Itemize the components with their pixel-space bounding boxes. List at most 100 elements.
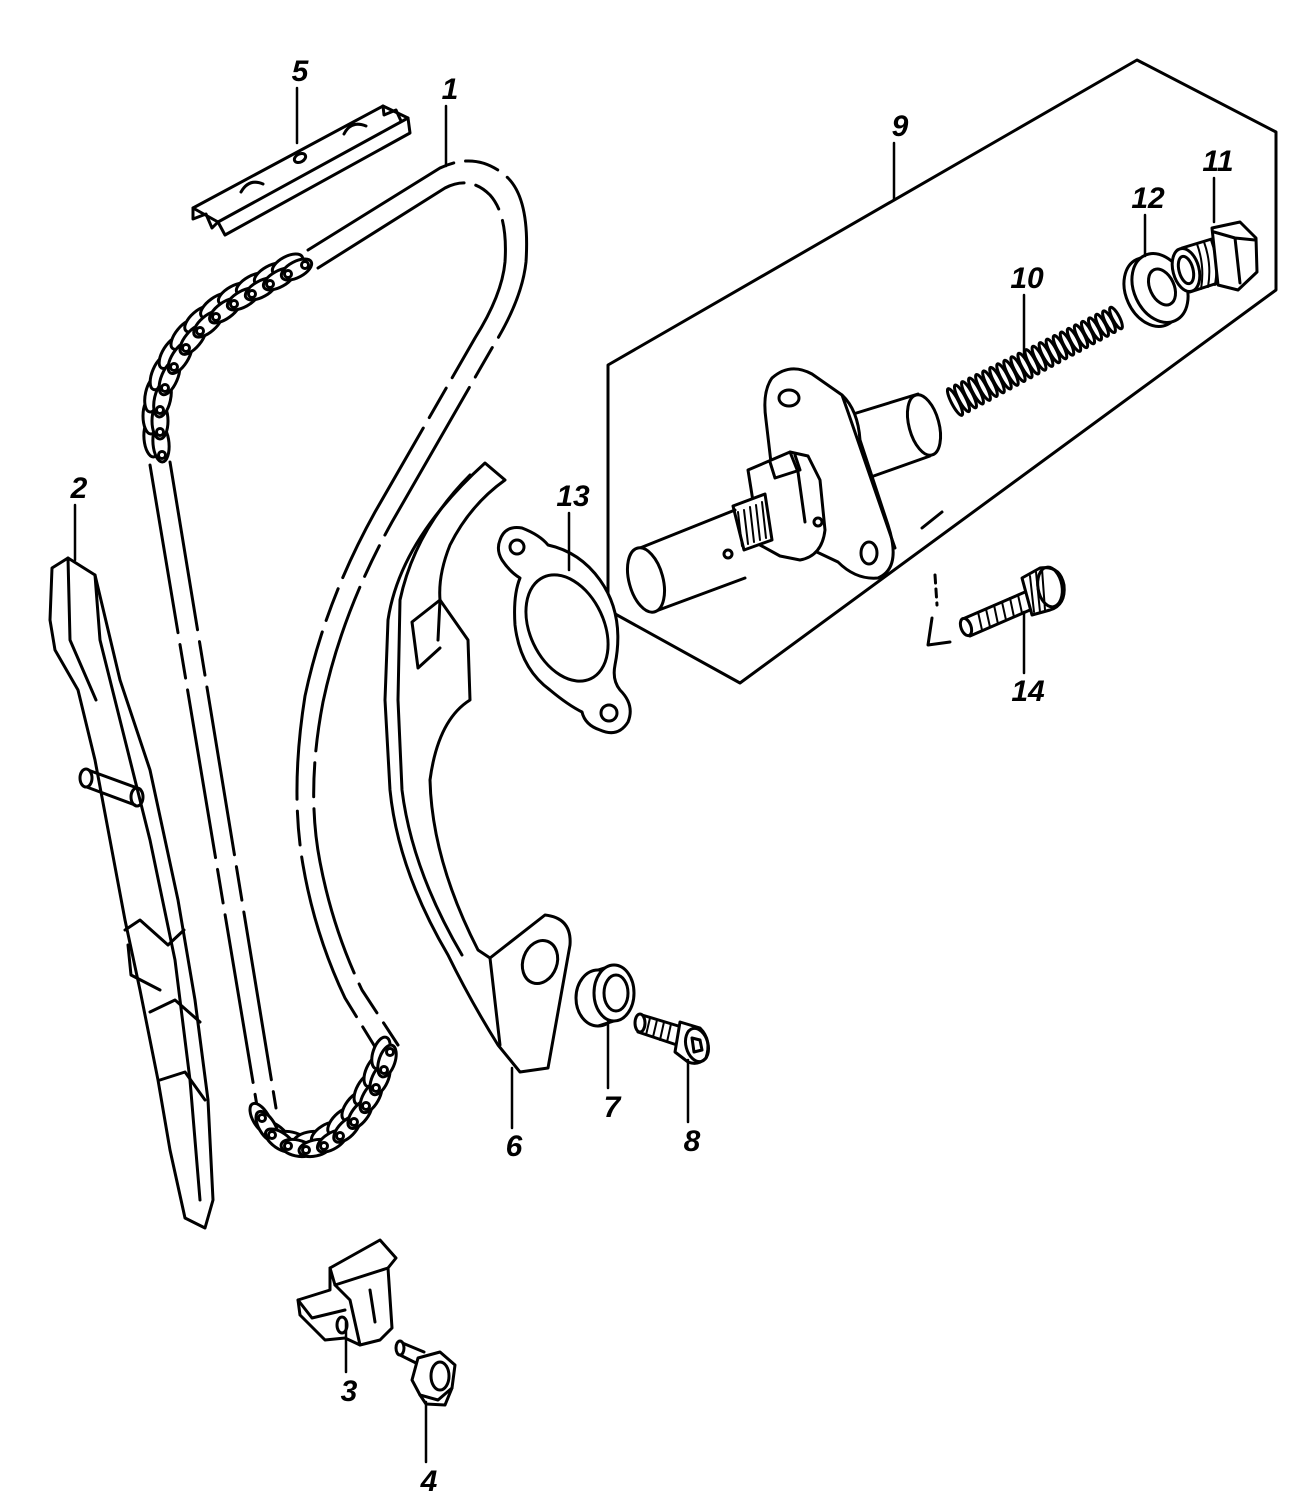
part-9-assembly-box: [606, 58, 1278, 685]
callout-7: 7: [604, 1091, 622, 1124]
chain-link-pin: [155, 427, 165, 437]
guide-left-notch: [191, 206, 220, 230]
cut-marks: [920, 510, 952, 647]
part-8-bolt: [633, 1012, 711, 1065]
guide-pin-bottom: [82, 784, 137, 807]
chain-link-pin: [265, 279, 275, 289]
part-9-tensioner-body: [625, 367, 943, 614]
bolt-8-head-face: [683, 1026, 711, 1064]
callout-4: 4: [420, 1465, 438, 1498]
tensioner-guide-bracket-edge: [488, 956, 502, 1047]
bolt-8-tip: [633, 1012, 647, 1034]
bolt-14-thread-lines: [977, 594, 1023, 631]
tensioner-flange-hole-bottom: [859, 540, 879, 566]
part-3-bracket: [296, 1238, 398, 1347]
tensioner-guide-pivot-hole: [520, 939, 560, 985]
tensioner-rear-cylinder-top: [848, 392, 920, 417]
tensioner-plunger-hole: [722, 548, 734, 560]
guide-pin-end-far: [129, 786, 145, 808]
chain-link-pin: [349, 1117, 359, 1127]
part-4-bolt: [394, 1339, 457, 1407]
cut-mark-bottom: [926, 616, 952, 647]
bolt-8-thread-bottom: [636, 1030, 682, 1048]
callout-12: 12: [1131, 182, 1165, 215]
chain-left-strand-outer: [148, 463, 260, 1114]
callout-9: 9: [892, 110, 909, 143]
part-6-chain-tensioner-guide: [383, 461, 572, 1074]
chain-link-pin: [385, 1047, 395, 1057]
part-13-gasket: [496, 526, 632, 735]
chain-link-pin: [301, 1145, 311, 1155]
callout-11: 11: [1202, 145, 1233, 178]
part-2-chain-guide-front: [48, 556, 215, 1230]
tensioner-collar-hole: [812, 516, 824, 528]
chain-link-pin: [267, 1130, 277, 1140]
tensioner-flange-hole-top: [777, 388, 801, 408]
tensioner-flange-thickness: [840, 393, 897, 550]
chain-link-pin: [229, 299, 239, 309]
chain-link-pin: [181, 343, 191, 353]
chain-right-strand-outer: [306, 159, 529, 1047]
bolt-4-head-face: [429, 1360, 451, 1392]
chain-link-pin: [335, 1131, 345, 1141]
tensioner-plunger-top: [638, 508, 737, 550]
bushing-hole: [602, 973, 630, 1013]
callout-3: 3: [341, 1375, 358, 1408]
chain-link-pin: [371, 1083, 381, 1093]
chain-link-pin: [169, 362, 179, 372]
bracket-edge: [368, 1288, 377, 1324]
tensioner-guide-outline: [383, 461, 572, 1074]
gasket-center-hole: [524, 573, 610, 683]
bolt-14-knurl: [1029, 568, 1046, 613]
cut-mark-dashed: [933, 573, 939, 607]
assembly-box-outline: [606, 58, 1278, 685]
guide-hole-left: [239, 180, 265, 194]
guide-hole-center: [292, 151, 308, 165]
tensioner-guide-tab-edge: [436, 598, 442, 642]
guide-pin-top: [86, 768, 142, 791]
guide-rib-3: [148, 998, 202, 1024]
chain-link-pin: [211, 312, 221, 322]
callout-1: 1: [442, 73, 459, 106]
gasket-bolt-hole-bottom: [599, 703, 619, 723]
guide-hole-right: [342, 122, 368, 136]
bracket-left-flange: [296, 1298, 347, 1320]
callout-2: 2: [70, 472, 88, 505]
guide-rib-1: [123, 918, 186, 947]
chain-link-pin: [157, 450, 167, 460]
part-10-spring: [945, 305, 1124, 417]
tensioner-rear-cylinder-end: [905, 393, 943, 457]
chain-link-pin: [319, 1141, 329, 1151]
chain-link-pin: [247, 289, 257, 299]
part-5-chain-guide-top: [191, 104, 412, 237]
chain-link-band-top: [141, 252, 314, 464]
guide-front-outline: [48, 556, 215, 1230]
tensioner-guide-inner-edge: [396, 473, 472, 957]
callout-5: 5: [292, 55, 310, 88]
chain-right-strand-inner: [295, 181, 507, 1057]
callout-10: 10: [1010, 262, 1044, 295]
chain-link-pin: [361, 1101, 371, 1111]
bolt-4-flange: [418, 1386, 454, 1407]
tensioner-thread-hatch: [737, 501, 767, 547]
guide-pin-end: [78, 767, 94, 789]
plug-thread-top: [1180, 236, 1217, 250]
part-11-plug-bolt: [1170, 220, 1259, 294]
spring-coil: [1108, 305, 1124, 331]
part-7-bushing: [574, 963, 636, 1028]
cut-mark-top: [920, 510, 944, 530]
tensioner-collar-notch: [768, 453, 802, 480]
gasket-bolt-hole-top: [508, 538, 526, 556]
guide-top-face: [191, 104, 410, 224]
plug-hex-facets: [1212, 230, 1257, 285]
chain-link-pin: [300, 260, 310, 270]
callout-8: 8: [684, 1125, 701, 1158]
chain-link-pin: [160, 383, 170, 393]
tensioner-rear-cylinder-bottom: [866, 454, 932, 480]
bolt-14-tip: [958, 616, 974, 638]
plug-thread-end-inner: [1176, 254, 1196, 286]
leader-lines: [73, 86, 1216, 1464]
chain-link-pin: [283, 1141, 293, 1151]
